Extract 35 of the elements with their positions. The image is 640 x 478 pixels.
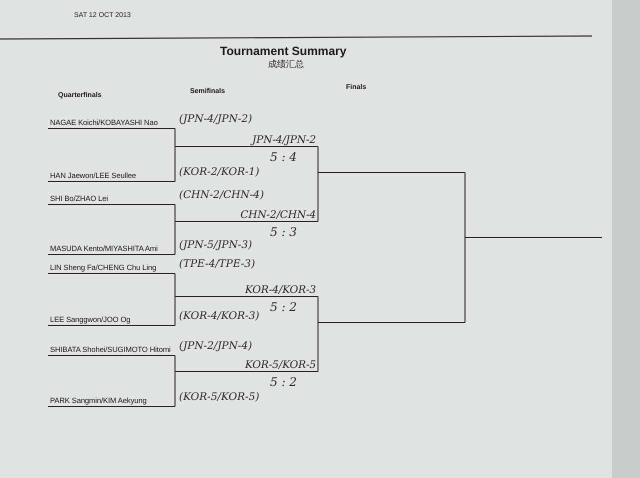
bracket-slot bbox=[175, 283, 318, 297]
bracket-line bbox=[318, 170, 465, 173]
score: 5 : 2 bbox=[270, 375, 297, 389]
bracket-connector bbox=[174, 355, 176, 372]
score: 5 : 2 bbox=[270, 300, 297, 314]
score: 5 : 3 bbox=[270, 225, 297, 239]
bracket-slot bbox=[175, 208, 318, 222]
handwritten-note: (JPN-4/JPN-2) bbox=[179, 113, 252, 125]
title: Tournament Summary bbox=[220, 44, 346, 58]
handwritten-note: (KOR-2/KOR-1) bbox=[179, 166, 260, 178]
bracket-connector bbox=[174, 296, 176, 326]
handwritten-note: (JPN-2/JPN-4) bbox=[179, 340, 252, 352]
bracket-connector bbox=[464, 172, 466, 238]
handwritten-note: (JPN-5/JPN-3) bbox=[179, 239, 252, 251]
handwritten-note: (KOR-5/KOR-5) bbox=[179, 391, 260, 403]
bracket-line bbox=[318, 320, 465, 323]
handwritten-note: JPN-4/JPN-2 bbox=[252, 134, 316, 146]
bracket-connector bbox=[174, 204, 176, 222]
handwritten-note: CHN-2/CHN-4 bbox=[240, 209, 316, 221]
subtitle: 成绩汇总 bbox=[268, 58, 304, 71]
bracket-connector bbox=[174, 146, 176, 182]
handwritten-note: KOR-4/KOR-3 bbox=[244, 284, 316, 296]
bracket-connector bbox=[174, 128, 176, 147]
bracket-connector bbox=[174, 371, 176, 407]
bracket-slot bbox=[175, 133, 318, 147]
bracket-connector bbox=[174, 221, 176, 255]
bracket-slot bbox=[175, 358, 318, 372]
handwritten-note: (CHN-2/CHN-4) bbox=[179, 189, 264, 201]
bracket-line bbox=[465, 235, 602, 238]
handwritten-note: KOR-5/KOR-5 bbox=[244, 359, 316, 371]
bracket-connector bbox=[174, 273, 176, 297]
handwritten-note: (TPE-4/TPE-3) bbox=[179, 258, 256, 270]
score: 5 : 4 bbox=[270, 150, 297, 164]
handwritten-note: (KOR-4/KOR-3) bbox=[179, 310, 260, 322]
bracket-connector bbox=[464, 237, 466, 323]
